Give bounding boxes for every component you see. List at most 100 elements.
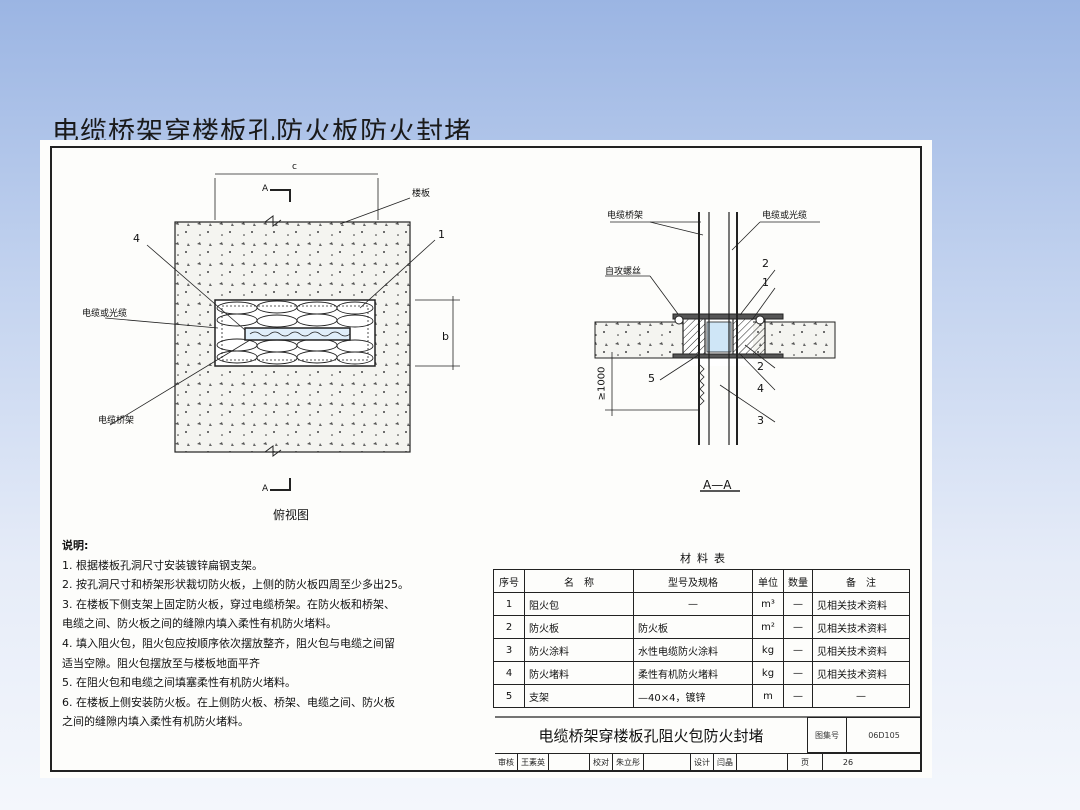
plan-caption: 俯视图	[273, 508, 310, 522]
header-cell: 数量	[783, 569, 813, 593]
table-cell: 防火堵料	[524, 661, 634, 685]
callout-4-plan: 4	[133, 232, 140, 245]
table-row: 5 支架 —40×4，镀锌 m — —	[493, 684, 910, 708]
technical-drawing	[104, 173, 922, 718]
table-cell: m	[752, 684, 784, 708]
note-line: 电缆之间、防火板之间的缝隙内填入柔性有机防火堵料。	[62, 617, 337, 631]
table-cell: m²	[752, 615, 784, 639]
drawing-frame	[50, 146, 922, 772]
signature-row: 审核 王素英 校对 朱立彤 设计 闫晶 页 26	[495, 753, 922, 771]
materials-table: 序号 名 称 型号及规格 单位 数量 备 注 1 阻火包 — m³ — 见相关技…	[493, 569, 910, 708]
callout-2b-section: 2	[757, 360, 764, 373]
note-line: 3. 在楼板下侧支架上固定防火板，穿过电缆桥架。在防火板和桥架、	[62, 597, 395, 611]
drawing-sheet: c A A 楼板 电缆或光缆 电缆桥架 1 4 b 俯视图 电缆桥架 电缆或光缆…	[40, 140, 932, 778]
note-line: 之间的缝隙内填入柔性有机防火堵料。	[62, 715, 249, 729]
cables-plan	[249, 331, 351, 337]
header-cell: 序号	[493, 569, 525, 593]
notes-block: 说明: 1. 根据楼板孔洞尺寸安装镀锌扁钢支架。 2. 按孔洞尺寸和桥架形状裁切…	[62, 536, 502, 732]
cable-tray-plan	[244, 327, 351, 341]
tray-gap-section	[706, 321, 732, 353]
note-line: 适当空隙。阻火包摆放至与楼板地面平齐	[62, 656, 260, 670]
header-cell: 名 称	[524, 569, 634, 593]
signature-mark	[737, 754, 788, 771]
table-cell: 防火板	[633, 615, 753, 639]
section-mark-top: A	[262, 184, 269, 194]
table-cell: 4	[493, 661, 525, 685]
callout-3-section: 3	[757, 414, 764, 427]
fire-board-bottom	[672, 353, 784, 359]
table-cell: 见相关技术资料	[812, 615, 910, 639]
atlas-label: 图集号	[807, 717, 847, 753]
dim-b-label: b	[442, 330, 449, 343]
signature-mark	[549, 754, 590, 771]
table-cell: kg	[752, 638, 784, 662]
note-line: 1. 根据楼板孔洞尺寸安装镀锌扁钢支架。	[62, 558, 263, 572]
table-cell: —	[783, 615, 813, 639]
table-cell: 2	[493, 615, 525, 639]
label-screw: 自攻螺丝	[605, 267, 642, 277]
page-label: 页	[788, 754, 823, 771]
label-floor: 楼板	[412, 189, 431, 199]
table-row: 1 阻火包 — m³ — 见相关技术资料	[493, 592, 910, 616]
dim-height-label: ≥1000	[596, 366, 608, 401]
table-cell: —	[783, 592, 813, 616]
header-cell: 单位	[752, 569, 784, 593]
dim-c-label: c	[292, 162, 297, 172]
table-cell: kg	[752, 661, 784, 685]
table-row: 2 防火板 防火板 m² — 见相关技术资料	[493, 615, 910, 639]
atlas-number: 06D105	[846, 717, 922, 753]
table-cell: 防火涂料	[524, 638, 634, 662]
table-cell: 水性电缆防火涂料	[633, 638, 753, 662]
label-tray-plan: 电缆桥架	[98, 416, 135, 426]
table-cell: 见相关技术资料	[812, 592, 910, 616]
header-cell: 备 注	[812, 569, 910, 593]
label-cable-plan: 电缆或光缆	[82, 309, 128, 319]
table-row: 3 防火涂料 水性电缆防火涂料 kg — 见相关技术资料	[493, 638, 910, 662]
table-cell: —40×4，镀锌	[633, 684, 753, 708]
note-line: 5. 在阻火包和电缆之间填塞柔性有机防火堵料。	[62, 676, 296, 690]
fire-board-top	[672, 313, 784, 320]
table-cell: 3	[493, 638, 525, 662]
note-line: 2. 按孔洞尺寸和桥架形状裁切防火板，上侧的防火板四周至少多出25。	[62, 578, 409, 592]
sign-cell: 闫晶	[714, 754, 737, 771]
table-header-row: 序号 名 称 型号及规格 单位 数量 备 注	[493, 569, 910, 593]
table-cell: —	[783, 638, 813, 662]
materials-title: 材料表	[680, 552, 731, 565]
table-cell: 见相关技术资料	[812, 638, 910, 662]
table-cell: —	[783, 684, 813, 708]
table-cell: 阻火包	[524, 592, 634, 616]
callout-1-section: 1	[762, 276, 769, 289]
header-cell: 型号及规格	[633, 569, 753, 593]
sign-cell: 王素英	[518, 754, 549, 771]
callout-5-section: 5	[648, 372, 655, 385]
table-cell: 1	[493, 592, 525, 616]
callout-4-section: 4	[757, 382, 764, 395]
sign-cell: 设计	[691, 754, 714, 771]
table-cell: —	[812, 684, 910, 708]
note-line: 6. 在楼板上侧安装防火板。在上侧防火板、桥架、电缆之间、防火板	[62, 695, 395, 709]
sign-cell: 校对	[590, 754, 613, 771]
sign-cell: 朱立彤	[613, 754, 644, 771]
table-cell: 防火板	[524, 615, 634, 639]
table-cell: —	[783, 661, 813, 685]
page-number: 26	[842, 758, 854, 767]
notes-title: 说明:	[62, 539, 89, 552]
table-cell: —	[633, 592, 753, 616]
table-cell: 5	[493, 684, 525, 708]
fire-block-left	[682, 317, 706, 357]
label-cable-section: 电缆或光缆	[762, 211, 808, 221]
section-caption: A—A	[703, 478, 732, 492]
table-cell: 柔性有机防火堵料	[633, 661, 753, 685]
note-line: 4. 填入阻火包，阻火包应按顺序依次摆放整齐，阻火包与电缆之间留	[62, 636, 395, 650]
table-cell: 见相关技术资料	[812, 661, 910, 685]
label-tray-section: 电缆桥架	[607, 211, 644, 221]
callout-1-plan: 1	[438, 228, 445, 241]
table-cell: 支架	[524, 684, 634, 708]
signature-mark	[644, 754, 691, 771]
sign-cell: 审核	[495, 754, 518, 771]
table-cell: m³	[752, 592, 784, 616]
section-mark-bottom: A	[262, 484, 269, 494]
title-block-title: 电缆桥架穿楼板孔阻火包防火封堵	[538, 726, 764, 745]
table-row: 4 防火堵料 柔性有机防火堵料 kg — 见相关技术资料	[493, 661, 910, 685]
callout-2a-section: 2	[762, 257, 769, 270]
